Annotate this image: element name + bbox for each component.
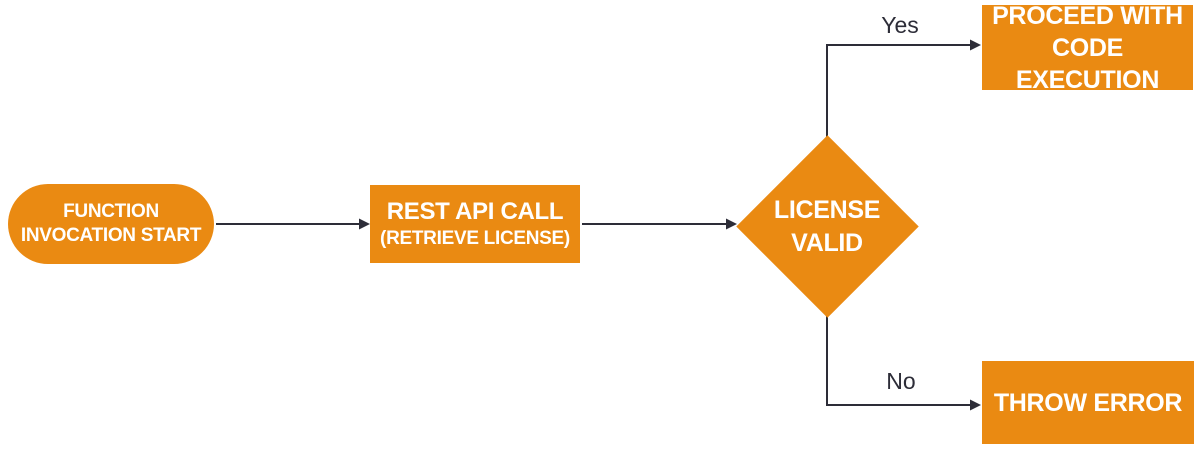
node-throw-error: THROW ERROR <box>982 361 1194 444</box>
connector-decision-no <box>826 316 981 411</box>
node-start-line1: FUNCTION <box>63 201 159 222</box>
node-start-line2: INVOCATION START <box>20 225 202 246</box>
node-function-invocation-start: FUNCTION INVOCATION START <box>8 184 214 264</box>
connector-decision-yes <box>826 39 981 138</box>
edge-label-no: No <box>886 368 916 394</box>
node-decision-line2: VALID <box>791 229 863 257</box>
node-proceed-with-code-execution: PROCEED WITH CODE EXECUTION <box>982 2 1193 94</box>
node-license-valid: LICENSE VALID <box>737 137 917 317</box>
node-proceed-line1: PROCEED WITH <box>992 1 1183 30</box>
node-decision-line1: LICENSE <box>773 196 881 224</box>
node-proceed-line2: CODE EXECUTION <box>1015 33 1160 94</box>
node-rest-line2: (RETRIEVE LICENSE) <box>380 228 570 249</box>
node-rest-line1: REST API CALL <box>386 198 564 225</box>
node-throw-line1: THROW ERROR <box>993 388 1183 417</box>
edge-label-yes: Yes <box>881 12 919 38</box>
node-rest-api-call: REST API CALL (RETRIEVE LICENSE) <box>370 185 580 263</box>
